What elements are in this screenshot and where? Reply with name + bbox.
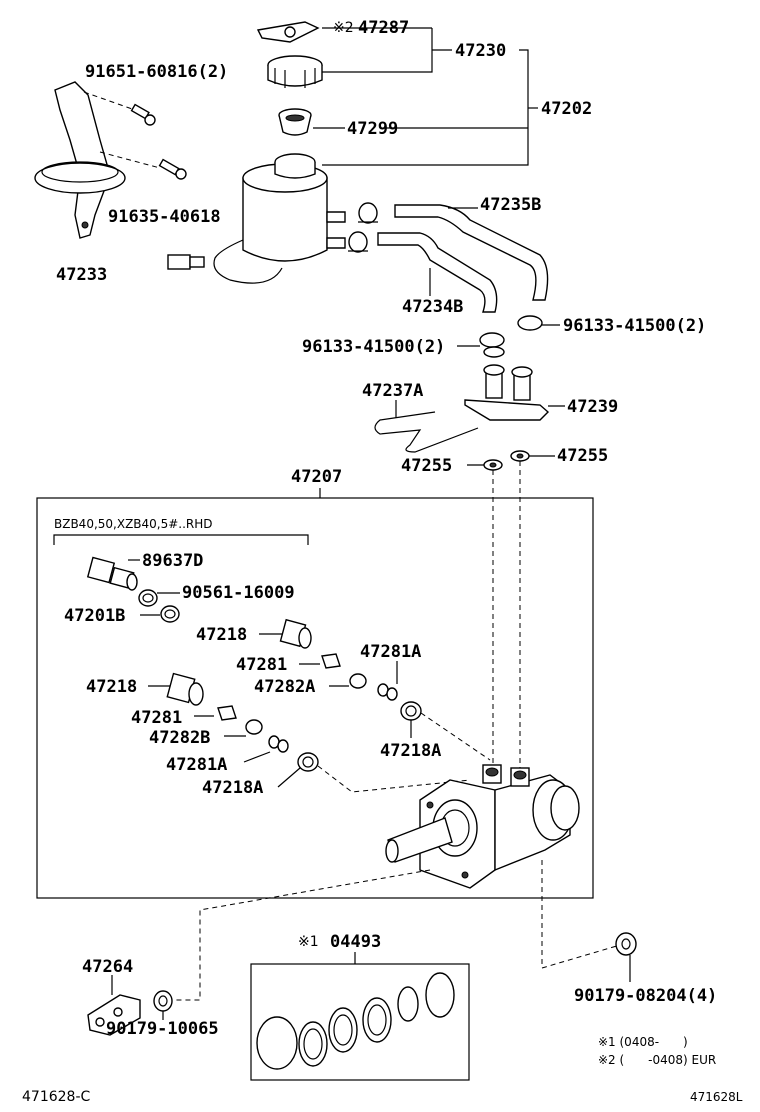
oring-90561 <box>138 589 158 607</box>
label-47281-upper: 47281 <box>236 655 287 675</box>
nut-90179-10065 <box>153 990 173 1012</box>
label-47281A-upper: 47281A <box>360 642 421 662</box>
label-47239: 47239 <box>567 397 618 417</box>
label-47207: 47207 <box>291 467 342 487</box>
label-96133-right: 96133-41500(2) <box>563 316 706 336</box>
gasket-47255-left <box>483 459 503 471</box>
note-2: ※2 ( -0408) EUR <box>598 1053 716 1067</box>
label-91651: 91651-60816(2) <box>85 62 228 82</box>
label-96133-left: 96133-41500(2) <box>302 337 445 357</box>
plug-47218-upper <box>279 618 312 649</box>
bracket-47264 <box>87 994 141 1036</box>
spring-47281A-upper <box>377 683 398 701</box>
label-47287: 47287 <box>358 18 409 38</box>
seal-47282A <box>349 673 367 689</box>
label-47281A-lower: 47281A <box>166 755 227 775</box>
seal-47282B <box>245 719 263 735</box>
label-47287-prefix: ※2 <box>333 20 354 36</box>
clamp-right <box>517 315 543 331</box>
bracket-47233 <box>34 81 126 239</box>
label-47230: 47230 <box>455 41 506 61</box>
reservoir-cap-47230 <box>267 55 323 88</box>
strainer-47299 <box>278 108 312 136</box>
master-cylinder <box>385 764 580 889</box>
label-90179-08204: 90179-08204(4) <box>574 986 717 1006</box>
hose-47234B <box>377 232 498 313</box>
label-90561: 90561-16009 <box>182 583 295 603</box>
label-47255-right: 47255 <box>557 446 608 466</box>
label-47255-left: 47255 <box>401 456 452 476</box>
kit-box-04493 <box>250 963 470 1081</box>
nut-90179-08204 <box>615 932 637 956</box>
label-90179-10065: 90179-10065 <box>106 1019 219 1039</box>
label-89637D: 89637D <box>142 551 203 571</box>
rhd-note: BZB40,50,XZB40,5#..RHD <box>54 517 213 531</box>
oring-47218A-lower <box>297 752 319 772</box>
spring-47281A-lower <box>268 735 289 753</box>
label-47202: 47202 <box>541 99 592 119</box>
bolt-91651 <box>130 103 156 126</box>
assembly-frame-47207 <box>36 497 594 899</box>
label-47218-lower: 47218 <box>86 677 137 697</box>
label-47218A-upper: 47218A <box>380 741 441 761</box>
label-47218A-lower: 47218A <box>202 778 263 798</box>
label-47233: 47233 <box>56 265 107 285</box>
sensor-89637D <box>86 556 138 591</box>
label-47218-upper: 47218 <box>196 625 247 645</box>
spring-47281-lower <box>217 705 237 721</box>
oring-47218A-upper <box>400 701 422 721</box>
pin-47237A <box>374 411 479 453</box>
bolt-91635 <box>158 158 187 180</box>
gasket-47255-right <box>510 450 530 462</box>
kit-parts-04493 <box>256 972 455 1070</box>
label-47264: 47264 <box>82 957 133 977</box>
note-1: ※1 (0408- ) <box>598 1035 688 1049</box>
spring-47281-upper <box>321 653 341 669</box>
gasket-47201B <box>160 605 180 623</box>
footer-right: 471628L <box>690 1090 743 1104</box>
label-47237A: 47237A <box>362 381 423 401</box>
label-47299: 47299 <box>347 119 398 139</box>
label-04493: 04493 <box>330 932 381 952</box>
label-47281-lower: 47281 <box>131 708 182 728</box>
plug-47218-lower <box>166 672 204 706</box>
label-04493-prefix: ※1 <box>298 934 319 950</box>
hose-clip-lower <box>348 231 368 253</box>
label-91635: 91635-40618 <box>108 207 221 227</box>
label-47282B: 47282B <box>149 728 210 748</box>
cap-plate-47287 <box>256 21 320 43</box>
label-47234B: 47234B <box>402 297 463 317</box>
reservoir-tank-47202 <box>167 153 346 284</box>
label-47282A: 47282A <box>254 677 315 697</box>
label-47235B: 47235B <box>480 195 541 215</box>
hose-clip-upper <box>358 202 378 224</box>
union-47239 <box>464 364 550 421</box>
footer-left: 471628-C <box>22 1089 90 1105</box>
clamp-left <box>479 332 505 358</box>
hose-47235B <box>394 204 549 301</box>
label-47201B: 47201B <box>64 606 125 626</box>
